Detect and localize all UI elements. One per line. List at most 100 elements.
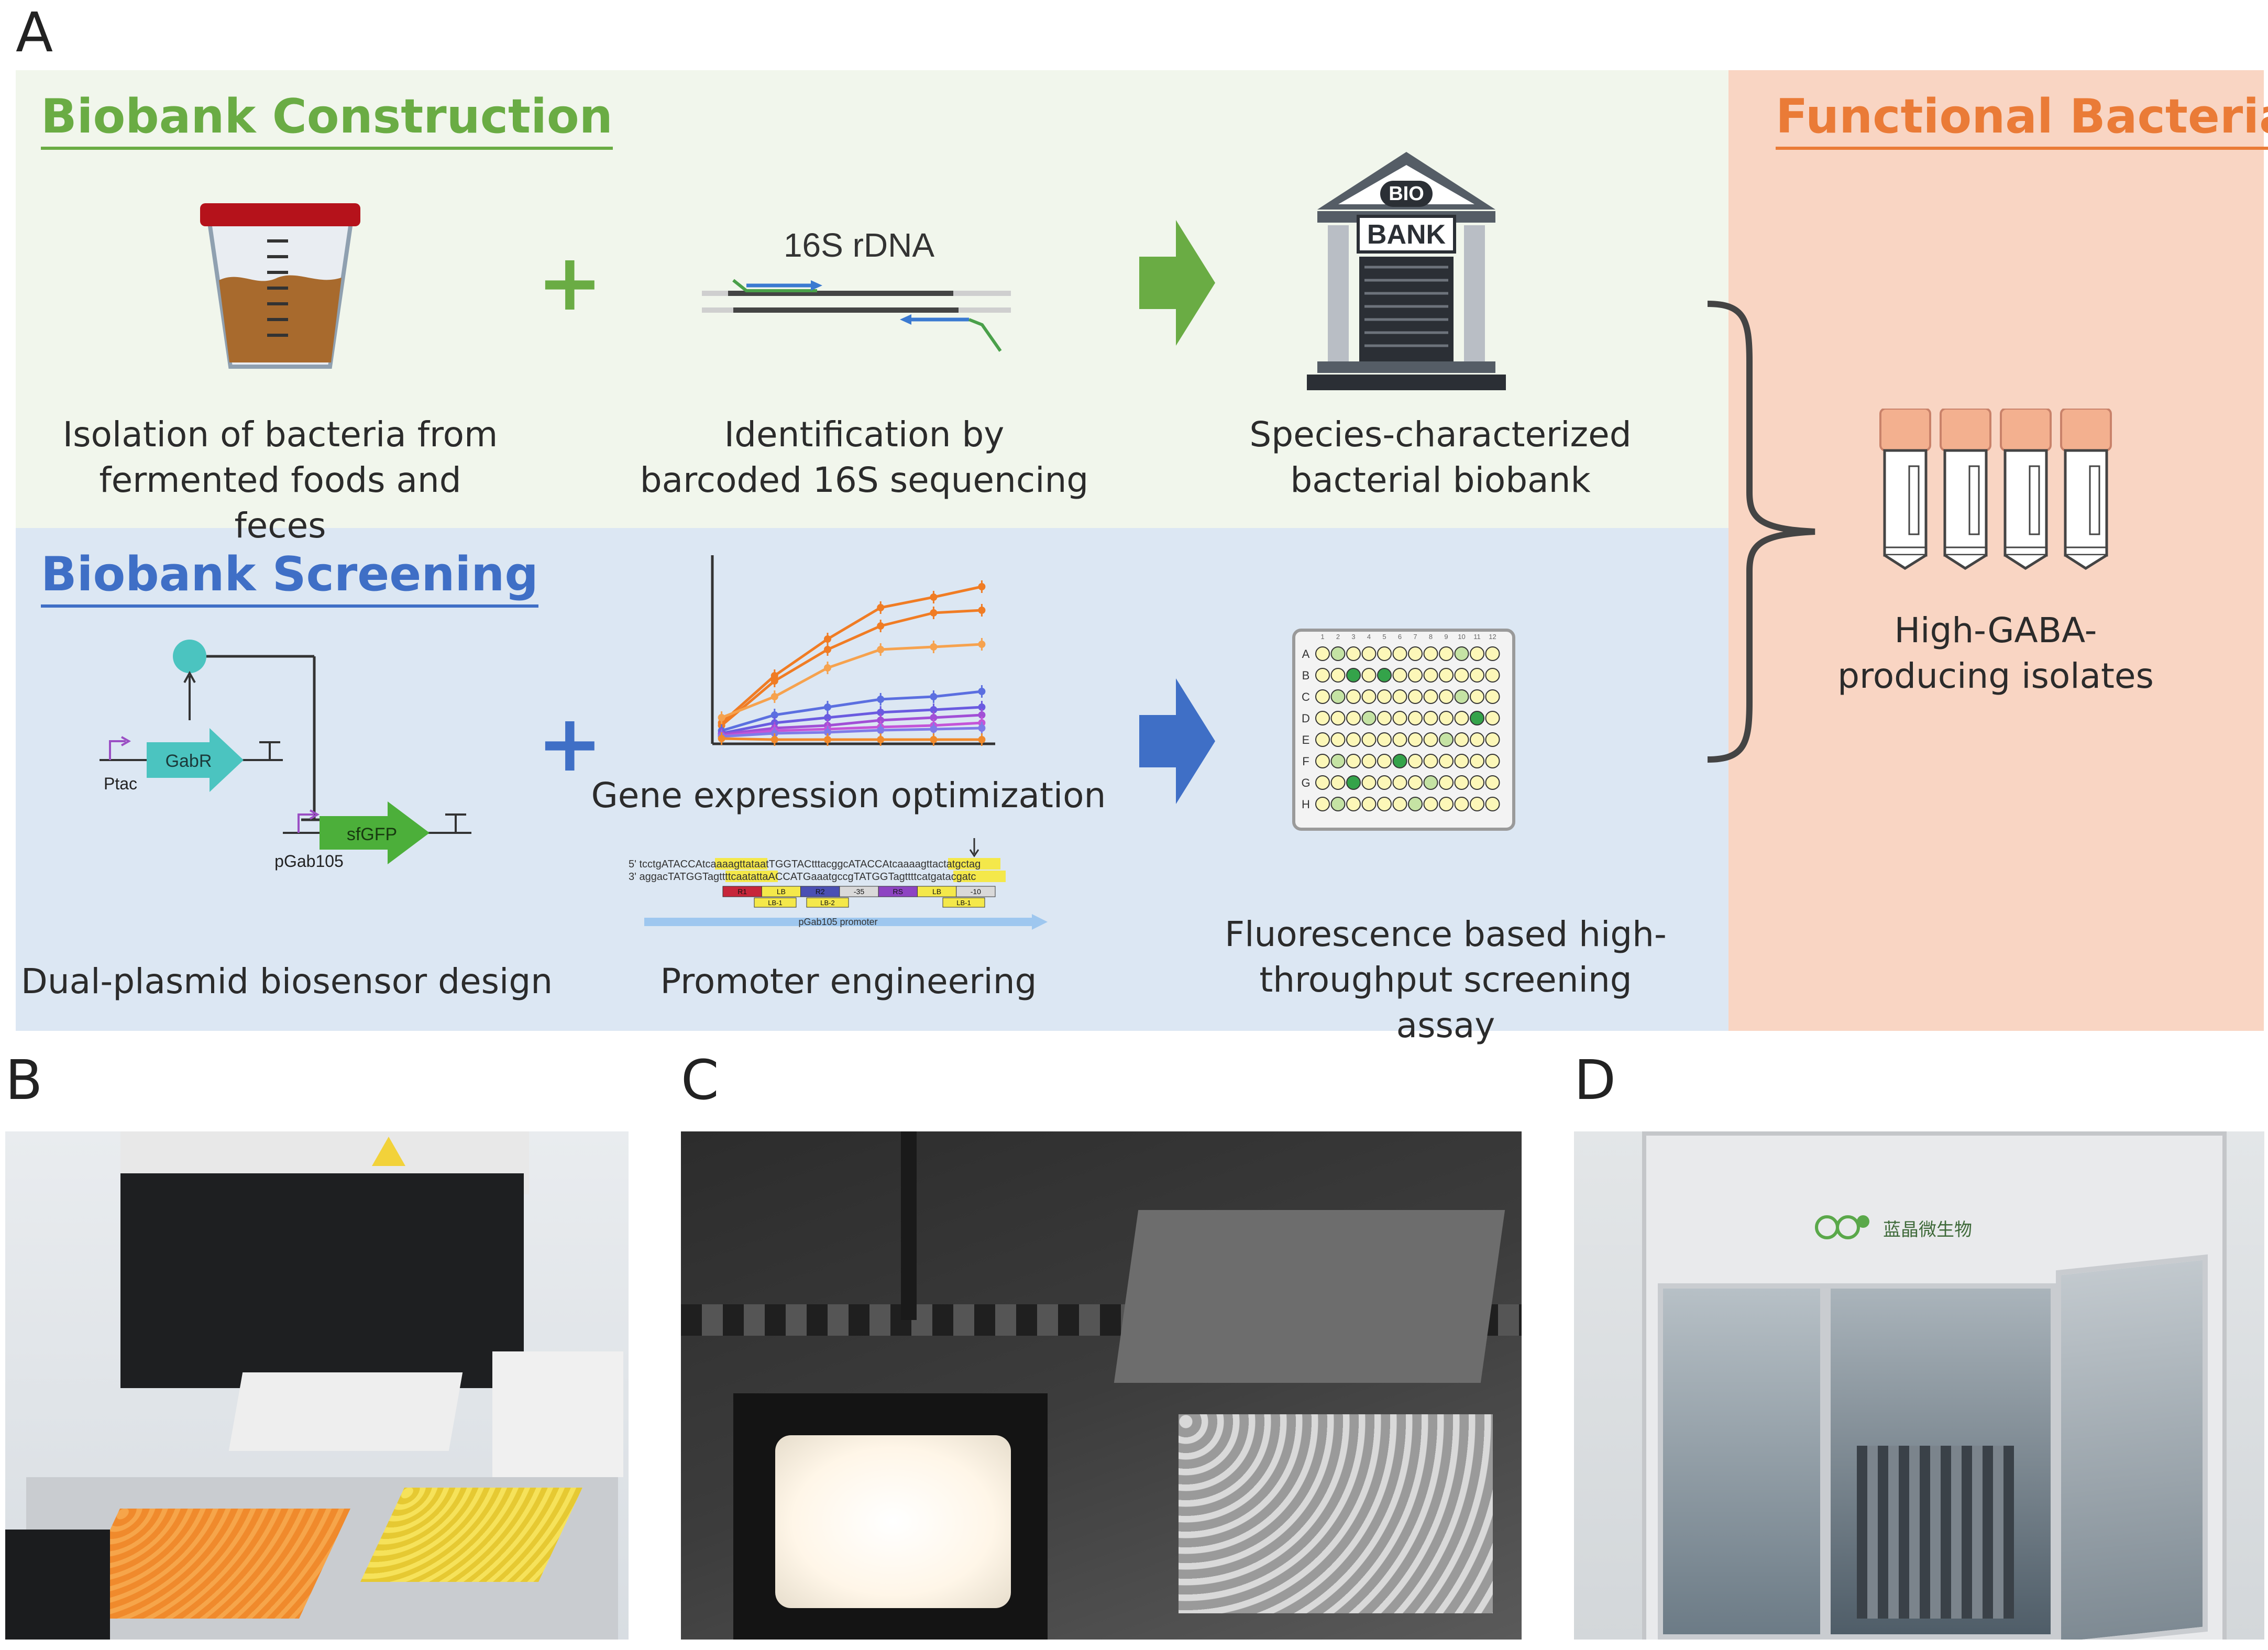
rdna-primer-icon: 16S rDNA — [702, 226, 1011, 352]
plate-well — [1346, 732, 1361, 747]
plate-row-label: E — [1302, 733, 1310, 746]
plate-well — [1408, 754, 1423, 768]
logo-text: 蓝晶微生物 — [1883, 1219, 1972, 1240]
plate-well — [1439, 689, 1454, 704]
promoter-caption: Promoter engineering — [660, 961, 1037, 1002]
plate-well — [1454, 711, 1469, 725]
plate-well — [1408, 732, 1423, 747]
plate-well — [1454, 775, 1469, 790]
plate-well — [1392, 797, 1407, 811]
plate-col-label: 12 — [1489, 633, 1496, 641]
plate-col-label: 5 — [1382, 633, 1386, 641]
plate-well — [1423, 689, 1438, 704]
promoter-segment-label: R1 — [737, 887, 747, 896]
rdna-label: 16S rDNA — [784, 226, 934, 264]
sequence-line-1: 5' tcctgATACCAtcaaaagttataatTGGTACtttacg… — [629, 859, 981, 870]
panel-label-d: D — [1574, 1048, 1616, 1112]
plate-well — [1330, 754, 1346, 768]
tube-bottom — [1944, 554, 1987, 570]
plate-col-label: 6 — [1398, 633, 1402, 641]
plate-well — [1454, 646, 1469, 661]
biosensor-circuit-diagram: GabR Ptac sfGFP pGab105 — [100, 640, 471, 871]
expression-series-line — [721, 690, 982, 732]
plate-well — [1439, 732, 1454, 747]
plate-well — [1330, 732, 1346, 747]
plate-well — [1485, 754, 1500, 768]
plate-col-label: 8 — [1429, 633, 1433, 641]
tube-label — [1968, 465, 1980, 535]
plate-row-label: F — [1302, 755, 1309, 768]
tube-bottom — [2004, 554, 2047, 570]
gene-expression-chart — [711, 555, 995, 746]
panel-label-a: A — [16, 1, 53, 64]
plate-well — [1392, 754, 1407, 768]
robot-rack — [1857, 1446, 2014, 1619]
construction-arrow-icon — [1139, 220, 1215, 346]
promoter-segment — [956, 886, 996, 897]
liquid-handler-photo — [5, 1131, 629, 1640]
tube-label — [1908, 465, 1920, 535]
promoter-sequence-diagram: 5' tcctgATACCAtcaaaagttataatTGGTACtttacg… — [629, 838, 1048, 930]
sequence-line-2: 3' aggacTATGGTagttttcaatattaACCATGaaatgc… — [629, 871, 976, 883]
plate-well — [1485, 775, 1500, 790]
plate-well — [1361, 775, 1377, 790]
plate-well — [1454, 732, 1469, 747]
biosensor-caption: Dual-plasmid biosensor design — [21, 961, 553, 1002]
plate-well — [1361, 797, 1377, 811]
plate-well — [1392, 732, 1407, 747]
specimen-cup-icon — [200, 203, 360, 369]
plate-well — [1470, 646, 1484, 661]
plate-well — [1330, 646, 1346, 661]
plate-well — [1439, 668, 1454, 683]
tube-body — [1883, 449, 1928, 557]
plate-well — [1485, 646, 1500, 661]
panel-label-c: C — [681, 1048, 719, 1112]
plate-well — [1330, 797, 1346, 811]
plate-row-label: D — [1302, 712, 1310, 725]
plate-well — [1454, 797, 1469, 811]
expression-series-line — [721, 721, 982, 738]
plate-well — [1423, 711, 1438, 725]
screening-plus-icon: + — [537, 698, 603, 789]
plate-well — [1315, 775, 1330, 790]
plate-col-label: 4 — [1367, 633, 1371, 641]
assay-caption: Fluorescence based high-throughput scree… — [1225, 914, 1667, 1046]
plate-well — [1485, 668, 1500, 683]
plate-well — [1439, 797, 1454, 811]
tube-bottom — [1884, 554, 1927, 570]
automated-platform-photo: 蓝晶微生物 — [1574, 1131, 2264, 1640]
plate-col-label: 11 — [1473, 633, 1481, 641]
plate-well — [1361, 646, 1377, 661]
plate-well — [1392, 668, 1407, 683]
plate-col-label: 2 — [1336, 633, 1340, 641]
grouping-brace — [1707, 301, 1815, 763]
plate-well — [1423, 775, 1438, 790]
plate-well — [1392, 646, 1407, 661]
plate-col-label: 3 — [1351, 633, 1355, 641]
promoter-subsegment-label: LB-1 — [956, 899, 971, 907]
plate-well — [1408, 646, 1423, 661]
plate-well — [1315, 797, 1330, 811]
plate-well — [1330, 775, 1346, 790]
plate-well — [1408, 775, 1423, 790]
construction-title: Biobank Construction — [41, 93, 613, 150]
plate-well — [1315, 646, 1330, 661]
plate-well — [1439, 711, 1454, 725]
screening-title: Biobank Screening — [41, 551, 538, 608]
plate-well — [1361, 754, 1377, 768]
plate-well — [1470, 711, 1484, 725]
glass-door-right — [2056, 1254, 2208, 1640]
tube-cap — [2060, 409, 2112, 452]
plate-row-label: G — [1301, 776, 1310, 789]
gene1-label: GabR — [166, 751, 212, 771]
plate-well — [1470, 689, 1484, 704]
plate-well — [1470, 754, 1484, 768]
plate-well — [1346, 689, 1361, 704]
plate-well — [1330, 711, 1346, 725]
plate-well — [1408, 711, 1423, 725]
plate-col-label: 7 — [1413, 633, 1417, 641]
plate-well — [1361, 689, 1377, 704]
promoter-segment-label: R2 — [816, 887, 825, 896]
tube-label — [2029, 465, 2040, 535]
construction-plus-icon: + — [537, 237, 603, 328]
